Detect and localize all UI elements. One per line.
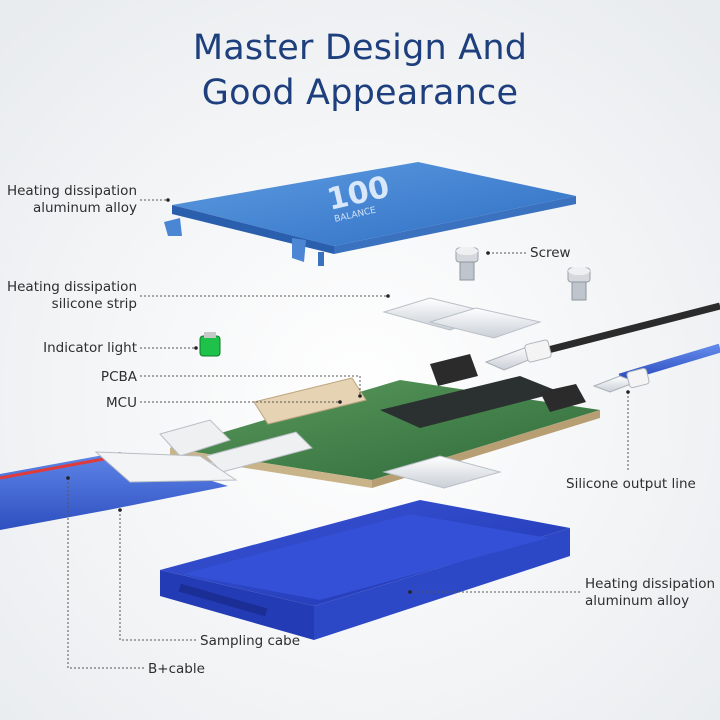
label-bottom-case-line-1: Heating dissipation [585,576,716,592]
silicone-strip [382,297,542,339]
leader-sampling [119,510,196,641]
label-silicone-strip: Heating dissipation silicone strip [0,279,137,313]
screw-1 [455,247,479,281]
label-silicone-strip-line-1: Heating dissipation [6,279,137,295]
indicator-light [199,332,221,357]
label-screw: Screw [530,245,571,261]
leader-dots [66,198,630,594]
leader-pcba [140,375,361,396]
bottom-aluminum-case [160,500,570,640]
label-mcu: MCU [106,395,137,411]
label-pcba: PCBA [100,369,137,385]
label-bottom-case: Heating dissipation aluminum alloy [585,576,715,610]
label-indicator: Indicator light [43,340,137,356]
label-silicone-strip-line-2: silicone strip [51,296,137,312]
label-bcable: B+cable [148,661,205,677]
leader-bcable [67,478,144,669]
top-aluminum-cover: 100 BALANCE [164,162,576,266]
page-title-line-1: Master Design And [192,28,528,68]
screw-2 [567,267,591,301]
pcba-board [159,354,600,488]
label-sampling: Sampling cabe [200,633,301,649]
sampling-and-b-cable [0,451,238,530]
label-output-line: Silicone output line [566,476,696,492]
bottom-silicone-pad [382,455,502,489]
label-top-cover-line-2: aluminum alloy [32,200,137,216]
label-top-cover: Heating dissipation aluminum alloy [0,183,137,217]
output-cables [484,302,720,393]
page-title-line-2: Good Appearance [201,73,519,113]
leader-lines [67,199,629,669]
label-top-cover-line-1: Heating dissipation [6,183,137,199]
label-bottom-case-line-2: aluminum alloy [585,593,690,609]
